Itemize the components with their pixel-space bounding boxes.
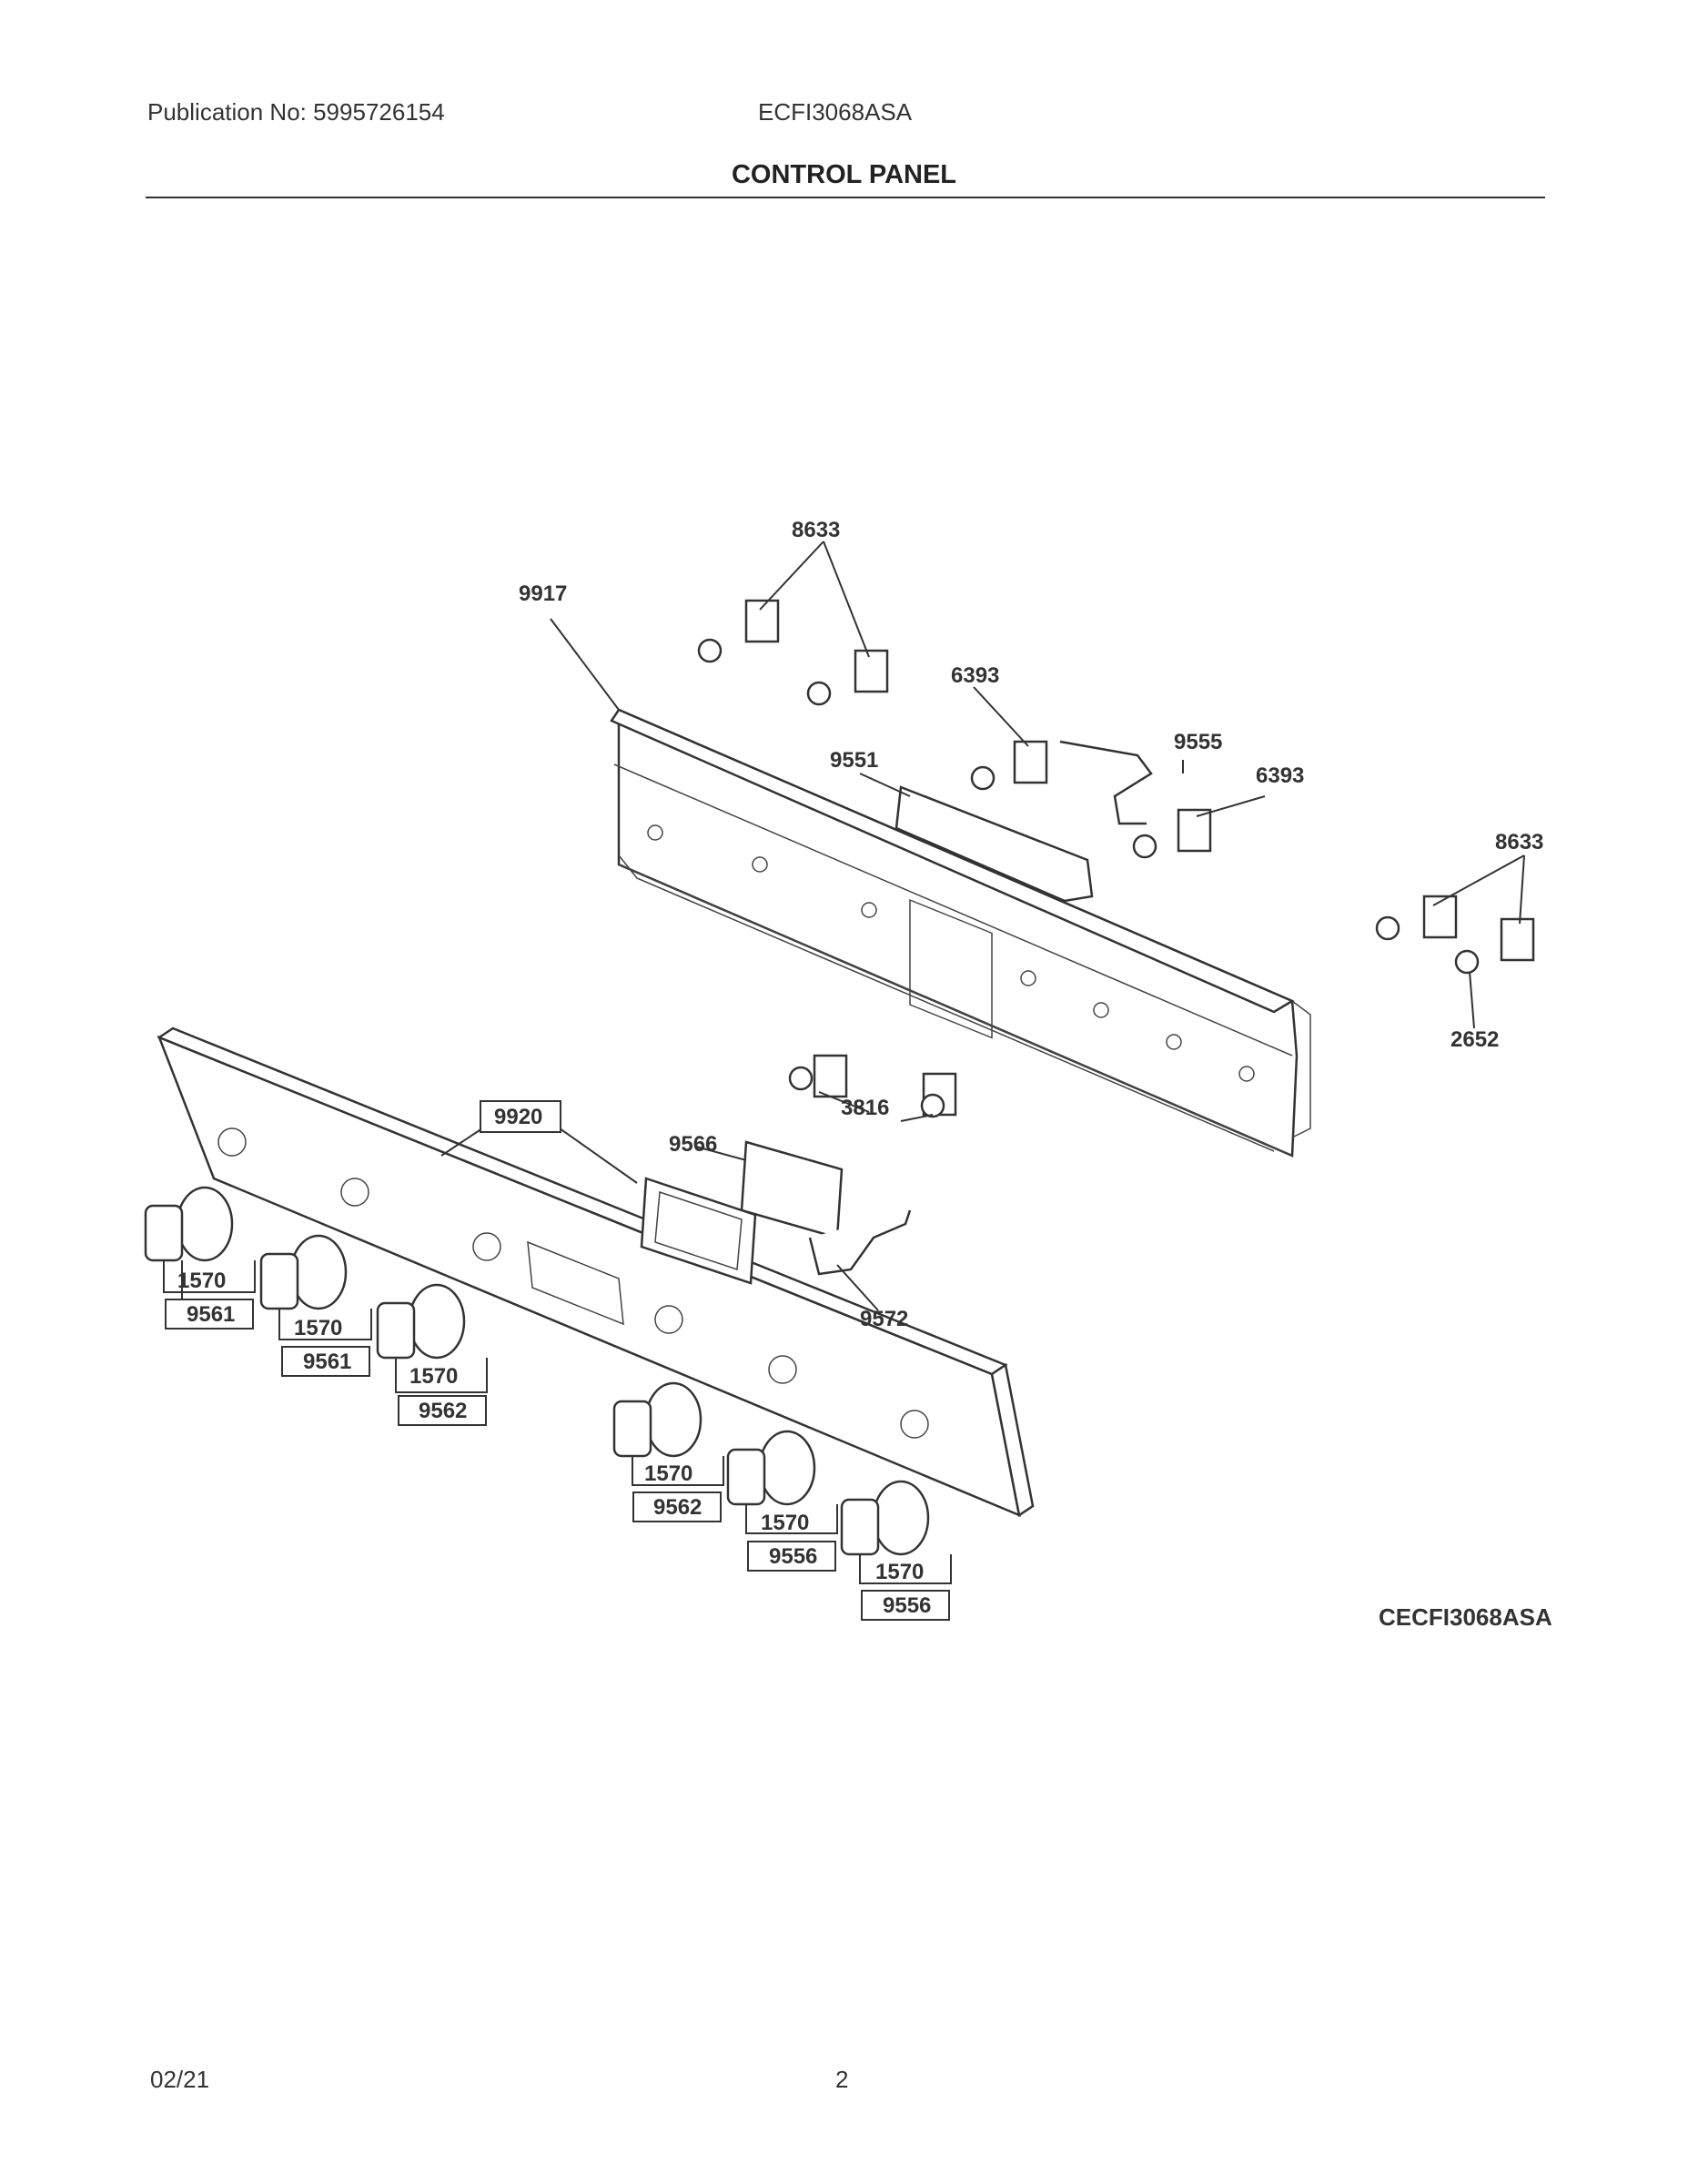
callout-9551: 9551 (830, 748, 878, 773)
leader-lines (440, 541, 1525, 1311)
callout-box-knob3 (398, 1395, 487, 1426)
model-number: ECFI3068ASA (758, 98, 913, 126)
page-title: CONTROL PANEL (731, 160, 957, 189)
callout-knob2-9561: 9561 (303, 1350, 351, 1374)
callout-9917: 9917 (519, 581, 567, 606)
callout-knob3-9562: 9562 (419, 1399, 467, 1423)
callout-box-knob2 (281, 1346, 370, 1377)
header-divider (146, 197, 1545, 198)
knob-5 (726, 1430, 816, 1506)
wire-harness-upper (1059, 740, 1153, 825)
wire-harness (808, 1209, 912, 1276)
callout-knob1-9561: 9561 (187, 1302, 235, 1327)
callout-box-knob6 (861, 1590, 950, 1621)
callout-box-9920 (480, 1100, 561, 1133)
front-console-panel (157, 1026, 1035, 1518)
footer-date: 02/21 (150, 2066, 210, 2093)
callout-knob4-1570: 1570 (644, 1461, 692, 1486)
knob-3 (376, 1283, 466, 1360)
callout-knob5-9556: 9556 (769, 1544, 817, 1569)
callout-9566: 9566 (669, 1132, 717, 1157)
callout-box-knob5 (747, 1541, 836, 1572)
knob-4 (612, 1381, 702, 1458)
callout-knob1-1570: 1570 (177, 1269, 226, 1293)
knob-6 (840, 1480, 930, 1556)
callout-9920: 9920 (494, 1105, 542, 1129)
callout-knob2-1570: 1570 (294, 1316, 342, 1340)
callout-8633-top: 8633 (792, 518, 840, 542)
board-bracket (895, 785, 1094, 903)
display-board (640, 1140, 844, 1285)
callout-knob5-1570: 1570 (761, 1511, 809, 1535)
callout-9555: 9555 (1174, 730, 1222, 754)
callout-box-knob1 (165, 1299, 254, 1330)
knob-callout-brackets (163, 1260, 952, 1584)
diagram-code: CECFI3068ASA (1379, 1603, 1552, 1631)
callout-knob6-9556: 9556 (883, 1593, 931, 1618)
callout-6393-upper: 6393 (951, 663, 999, 688)
callout-knob3-1570: 1570 (409, 1364, 458, 1389)
publication-number: Publication No: 5995726154 (147, 98, 445, 126)
callout-8633-right: 8633 (1495, 830, 1543, 854)
knob-1 (144, 1186, 234, 1262)
rear-panel-bracket (610, 708, 1311, 1158)
callout-2652: 2652 (1450, 1027, 1499, 1052)
callout-3816: 3816 (841, 1096, 889, 1120)
callout-knob6-1570: 1570 (875, 1560, 924, 1584)
callout-box-knob4 (632, 1491, 722, 1522)
knob-2 (259, 1234, 348, 1310)
callout-knob4-9562: 9562 (653, 1495, 702, 1520)
page-number: 2 (835, 2066, 849, 2093)
callout-6393-lower: 6393 (1256, 763, 1304, 788)
switch-assemblies (697, 599, 1535, 1118)
callout-9572: 9572 (860, 1307, 908, 1331)
